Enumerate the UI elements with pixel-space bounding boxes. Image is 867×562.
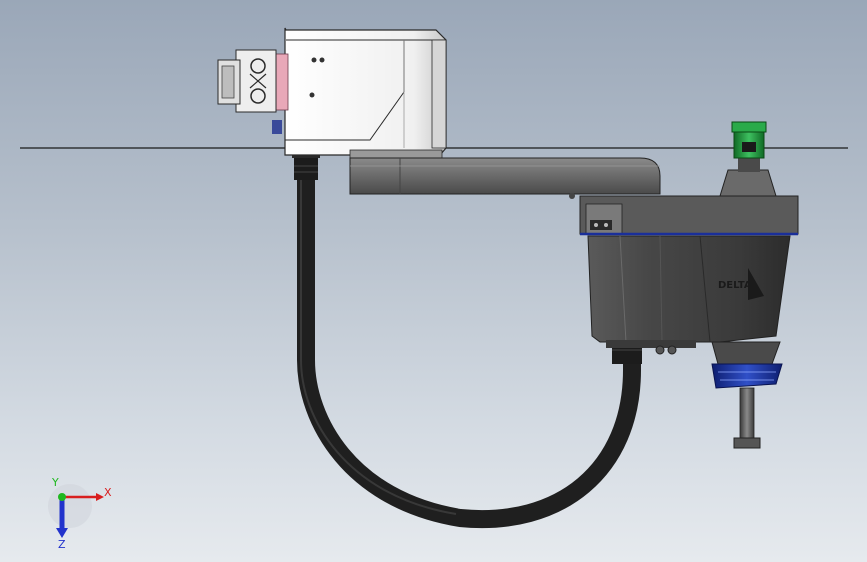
y-axis-dot <box>58 493 66 501</box>
power-connector <box>217 49 289 134</box>
z-axis-arrow <box>56 528 68 538</box>
z-axis-label: Z <box>58 538 66 551</box>
ball-screw-shaft <box>711 341 783 449</box>
x-axis-label: X <box>104 486 112 499</box>
brand-logo-icon <box>748 268 764 300</box>
robot-arm-link <box>349 157 661 199</box>
elbow-housing: DELTA <box>579 195 799 355</box>
brand-logo-text: DELTA <box>718 280 752 291</box>
coordinate-triad[interactable]: X Y Z <box>48 476 112 551</box>
cable-loop <box>292 146 642 529</box>
y-axis-label: Y <box>51 476 59 489</box>
blue-bellow <box>711 363 783 389</box>
spline-motor <box>719 121 777 197</box>
robot-base <box>284 27 447 159</box>
x-axis-arrow <box>96 493 104 501</box>
